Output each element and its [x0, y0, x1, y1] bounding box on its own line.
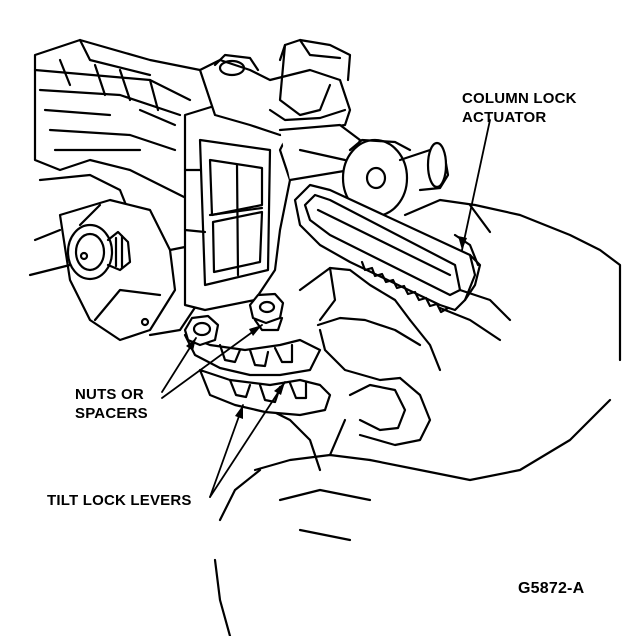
- label-spacers: SPACERS: [75, 405, 148, 422]
- arrowhead-nut-1: [186, 338, 196, 351]
- column-lock-actuator-bar: [293, 183, 482, 314]
- bolt-head-left: [66, 223, 132, 281]
- hand-lower: [213, 383, 612, 636]
- label-tilt-lock-levers: TILT LOCK LEVERS: [47, 492, 192, 509]
- leader-actuator: [461, 119, 491, 251]
- nut-right: [248, 292, 285, 332]
- arrowhead-nut-2: [249, 325, 262, 336]
- bracket-frame: [183, 93, 292, 312]
- figure-id: G5872-A: [518, 580, 585, 597]
- nut-left: [183, 314, 220, 347]
- arrowhead-actuator: [458, 236, 467, 250]
- mounting-block: [28, 198, 202, 342]
- leader-lever-2: [209, 381, 286, 498]
- top-casting: [198, 38, 352, 137]
- arrowhead-lever-1: [235, 405, 243, 419]
- label-nuts-or: NUTS OR: [75, 386, 144, 403]
- arrowhead-lever-2: [274, 382, 285, 395]
- tilt-lock-lever-upper: [183, 333, 322, 377]
- label-actuator: ACTUATOR: [462, 109, 547, 126]
- hand-upper: [298, 198, 622, 447]
- label-column-lock: COLUMN LOCK: [462, 90, 577, 107]
- pivot-arm: [278, 123, 450, 218]
- leader-nut-2: [161, 324, 263, 399]
- leader-lever-1: [209, 404, 244, 498]
- tilt-lock-lever-lower: [198, 368, 332, 417]
